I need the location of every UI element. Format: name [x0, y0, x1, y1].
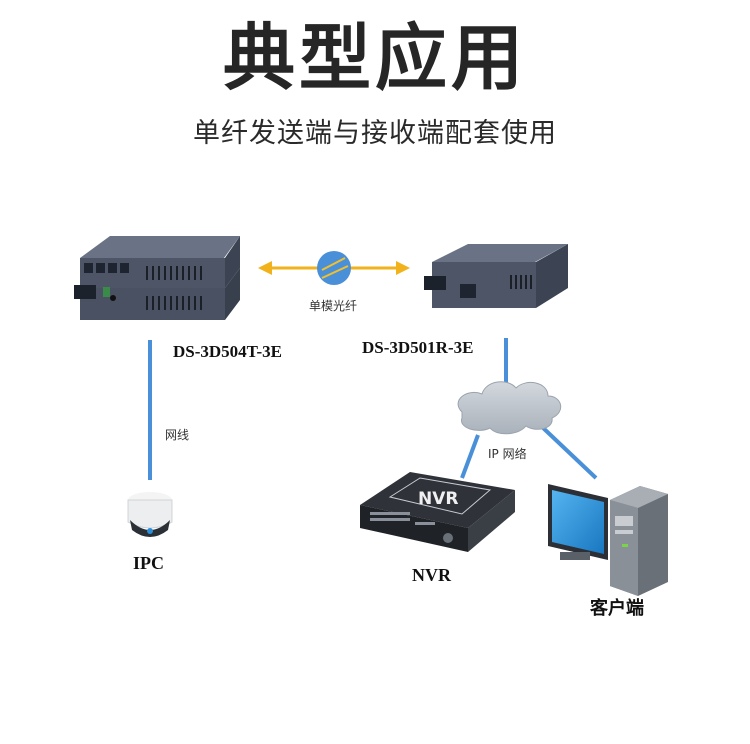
media-converter-1port-icon	[424, 244, 568, 308]
dome-camera-icon	[127, 492, 173, 537]
fiber-globe-icon	[317, 251, 351, 285]
cable-label: 网线	[165, 428, 190, 442]
nvr-recorder-icon: NVR	[360, 472, 515, 552]
network-label: IP 网络	[488, 447, 527, 461]
nvr-label: NVR	[412, 565, 451, 585]
receiver-model-label: DS-3D501R-3E	[362, 338, 474, 357]
cloud-nvr-line	[460, 434, 480, 479]
client-label: 客户端	[590, 598, 644, 619]
fiber-label: 单模光纤	[309, 299, 358, 313]
cloud-icon	[457, 381, 562, 435]
camera-label: IPC	[133, 553, 164, 573]
page-title: 典型应用	[222, 16, 527, 100]
page-subtitle: 单纤发送端与接收端配套使用	[193, 118, 557, 149]
desktop-computer-icon	[548, 484, 668, 596]
cloud-client-line	[538, 423, 598, 480]
transmitter-model-label: DS-3D504T-3E	[173, 342, 282, 361]
nvr-box-text: NVR	[418, 489, 458, 509]
media-converter-4port-icon	[74, 236, 240, 320]
